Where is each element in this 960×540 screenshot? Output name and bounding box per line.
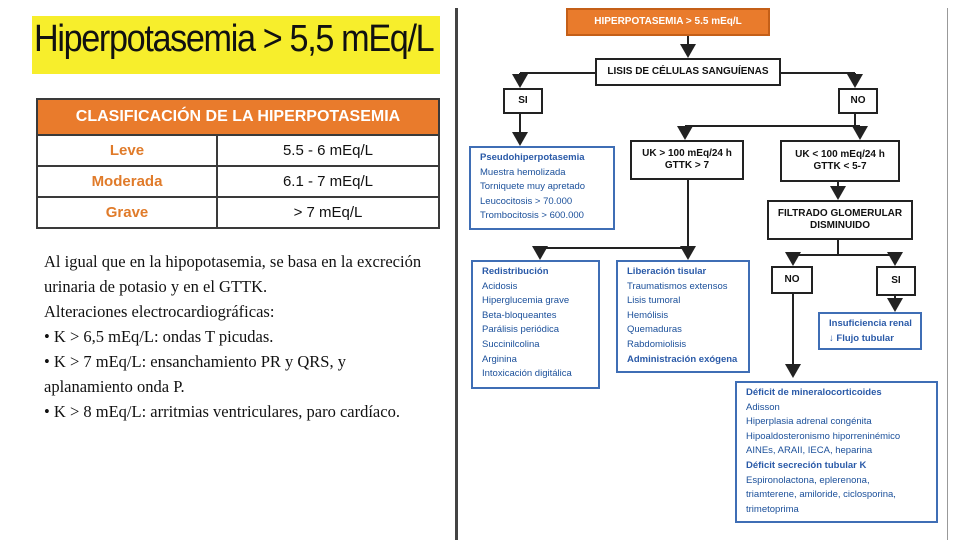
list-heading: Redistribución xyxy=(482,266,549,277)
list-item: Administración exógena xyxy=(627,353,738,365)
list-item: Leucocitosis > 70.000 xyxy=(480,195,573,207)
uk-high-node: UK > 100 mEq/24 h GTTK > 7 xyxy=(630,140,744,180)
uk-low-line1: UK < 100 mEq/24 h xyxy=(795,149,885,160)
yes-node: SI xyxy=(503,88,543,114)
title-highlight xyxy=(32,16,440,74)
list-item: triamterene, amiloride, ciclosporina, xyxy=(746,489,896,501)
mineralocorticoid-deficit-list: Déficit de mineralocorticoides Adisson H… xyxy=(735,381,938,523)
level-label: Leve xyxy=(36,134,218,167)
yes-node-2: SI xyxy=(876,266,916,296)
gfr-line1: FILTRADO GLOMERULAR xyxy=(777,208,903,219)
gfr-node: FILTRADO GLOMERULAR DISMINUIDO xyxy=(767,200,913,240)
list-item: Acidosis xyxy=(482,280,518,292)
list-heading: Liberación tisular xyxy=(627,266,707,277)
table-header: CLASIFICACIÓN DE LA HIPERPOTASEMIA xyxy=(36,98,440,136)
list-item: Hemólisis xyxy=(627,309,669,321)
divider-line xyxy=(455,8,458,540)
redistribution-list: Redistribución Acidosis Hiperglucemia gr… xyxy=(471,260,600,389)
list-item: Muestra hemolizada xyxy=(480,166,566,178)
list-heading: Pseudohiperpotasemia xyxy=(480,152,585,163)
right-border-line xyxy=(947,8,948,540)
level-value: 5.5 - 6 mEq/L xyxy=(216,134,440,167)
list-item: Arginina xyxy=(482,353,517,365)
ecg-heading: Alteraciones electrocardiográficas: xyxy=(44,302,275,321)
uk-high-line2: GTTK > 7 xyxy=(664,160,710,171)
level-value: 6.1 - 7 mEq/L xyxy=(216,165,440,198)
table-row: Grave > 7 mEq/L xyxy=(36,196,440,229)
uk-high-line1: UK > 100 mEq/24 h xyxy=(642,148,732,159)
level-label: Grave xyxy=(36,196,218,229)
hyperkalemia-node: HIPERPOTASEMIA > 5.5 mEq/L xyxy=(566,8,770,36)
table-row: Moderada 6.1 - 7 mEq/L xyxy=(36,165,440,198)
list-item: Rabdomiolisis xyxy=(627,338,687,350)
no-node-2: NO xyxy=(771,266,813,294)
tissue-release-list: Liberación tisular Traumatismos extensos… xyxy=(616,260,750,373)
list-item: Lisis tumoral xyxy=(627,295,681,307)
list-item: Quemaduras xyxy=(627,324,682,336)
description-text: Al igual que en la hipopotasemia, se bas… xyxy=(44,249,434,424)
list-item: AINEs, ARAII, IECA, heparina xyxy=(746,445,873,457)
list-item: Trombocitosis > 600.000 xyxy=(480,210,584,222)
classification-table: CLASIFICACIÓN DE LA HIPERPOTASEMIA Leve … xyxy=(36,98,440,229)
ecg-bullet: • K > 6,5 mEq/L: ondas T picudas. xyxy=(44,327,274,346)
gfr-line2: DISMINUIDO xyxy=(810,220,870,231)
ecg-bullet: • K > 8 mEq/L: arritmias ventriculares, … xyxy=(44,402,400,421)
list-item: ↓ Flujo tubular xyxy=(829,332,894,344)
list-item: Torniquete muy apretado xyxy=(480,181,586,193)
list-item: Traumatismos extensos xyxy=(627,280,728,292)
renal-failure-list: Insuficiencia renal ↓ Flujo tubular xyxy=(818,312,922,350)
list-item: Adisson xyxy=(746,401,780,413)
list-item: Parálisis periódica xyxy=(482,324,560,336)
list-heading: Déficit de mineralocorticoides xyxy=(746,387,882,398)
list-heading: Insuficiencia renal xyxy=(829,318,912,329)
list-item: Beta-bloqueantes xyxy=(482,309,557,321)
no-node: NO xyxy=(838,88,878,114)
level-value: > 7 mEq/L xyxy=(216,196,440,229)
list-item: Hiperplasia adrenal congénita xyxy=(746,416,872,428)
list-item: Espironolactona, eplerenona, xyxy=(746,474,870,486)
cell-lysis-node: LISIS DE CÉLULAS SANGUÍENAS xyxy=(595,58,781,86)
uk-low-node: UK < 100 mEq/24 h GTTK < 5-7 xyxy=(780,140,900,182)
description-paragraph: Al igual que en la hipopotasemia, se bas… xyxy=(44,252,422,296)
uk-low-line2: GTTK < 5-7 xyxy=(813,161,867,172)
table-row: Leve 5.5 - 6 mEq/L xyxy=(36,134,440,167)
list-item: Intoxicación digitálica xyxy=(482,368,572,380)
list-item: trimetoprima xyxy=(746,503,799,515)
list-item: Hiperglucemia grave xyxy=(482,295,570,307)
level-label: Moderada xyxy=(36,165,218,198)
list-heading: Déficit secreción tubular K xyxy=(746,459,867,471)
ecg-bullet: • K > 7 mEq/L: ensanchamiento PR y QRS, … xyxy=(44,352,346,396)
page-title: Hiperpotasemia > 5,5 mEq/L xyxy=(34,18,435,60)
list-item: Hipoaldosteronismo hiporreninémico xyxy=(746,430,901,442)
list-item: Succinilcolina xyxy=(482,338,540,350)
pseudohyperkalemia-list: Pseudohiperpotasemia Muestra hemolizada … xyxy=(469,146,615,230)
